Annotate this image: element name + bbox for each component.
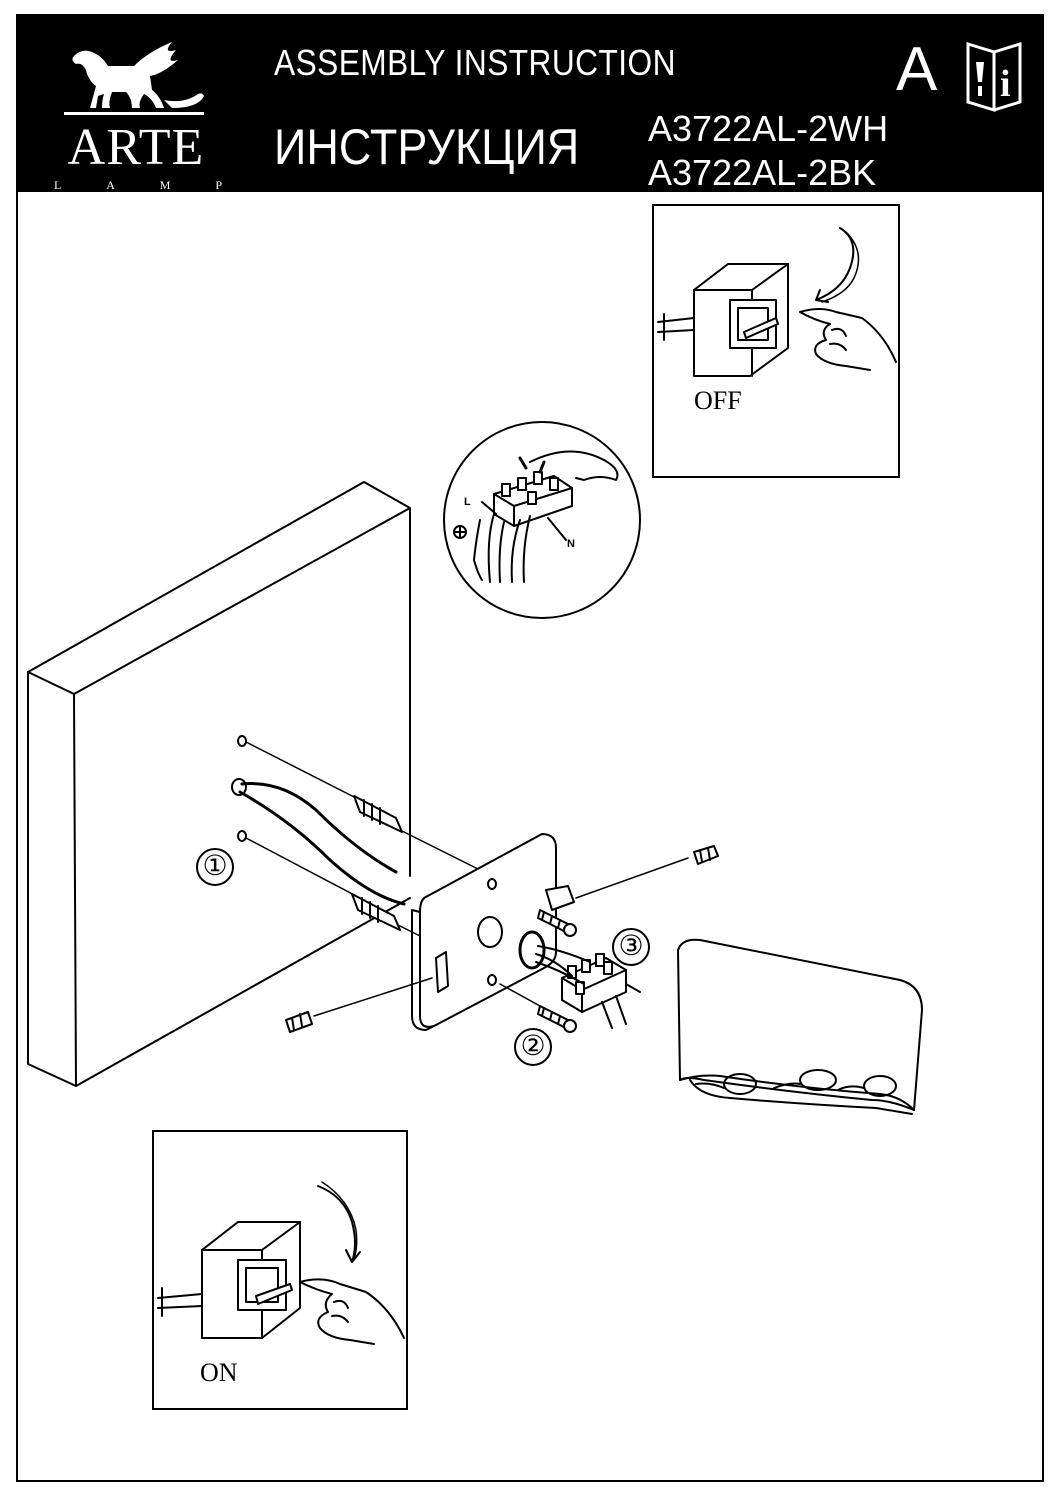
- step-3-badge: ③: [612, 928, 650, 966]
- manual-info-icon: i: [966, 41, 1022, 113]
- pointing-hand-icon: [299, 1278, 405, 1345]
- brand-name: ARTE: [67, 119, 205, 176]
- wall-dowel: [353, 795, 403, 833]
- neutral-wire-label: N: [567, 538, 575, 550]
- title-russian: ИНСТРУКЦИЯ: [274, 119, 580, 175]
- model-number: A3722AL-2BK: [648, 152, 877, 193]
- terminal-block: [535, 945, 641, 1029]
- griffin-logo-icon: [64, 42, 204, 115]
- mounting-plate: [411, 833, 557, 1031]
- section-letter: A: [896, 35, 938, 104]
- curved-arrow-icon: [317, 1181, 361, 1263]
- sub-brand-letter: M: [159, 178, 173, 192]
- switch-on-label: ON: [200, 1358, 238, 1387]
- header-bar: ARTE L A M P ASSEMBLY INSTRUCTION ИНСТРУ…: [16, 14, 1044, 193]
- step-1-badge: ①: [196, 848, 234, 886]
- sub-brand-letter: L: [54, 178, 64, 192]
- curved-arrow-icon: [815, 227, 860, 303]
- wiring-detail: [443, 421, 641, 619]
- wall-dowel: [351, 893, 401, 931]
- step-2-badge: ②: [514, 1028, 552, 1066]
- switch-off-label: OFF: [694, 386, 742, 415]
- model-number: A3722AL-2WH: [648, 108, 889, 149]
- brand-subtitle: L A M P: [54, 178, 224, 193]
- wall-dowel: [285, 1011, 313, 1033]
- screw: [537, 909, 577, 937]
- svg-text:i: i: [1000, 63, 1011, 105]
- sub-brand-letter: A: [106, 178, 117, 192]
- wall-block: [27, 481, 411, 1087]
- lamp-shade: [677, 938, 923, 1115]
- light-switch-on: [157, 1221, 301, 1339]
- title-english: ASSEMBLY INSTRUCTION: [274, 42, 676, 83]
- sub-brand-letter: P: [215, 178, 224, 192]
- pointing-hand-icon: [799, 308, 897, 371]
- light-switch-off: [657, 263, 789, 377]
- live-wire-label: L: [464, 496, 471, 508]
- brand-logo: ARTE L A M P: [46, 30, 226, 193]
- wall-dowel: [693, 845, 719, 865]
- screw: [537, 1005, 577, 1033]
